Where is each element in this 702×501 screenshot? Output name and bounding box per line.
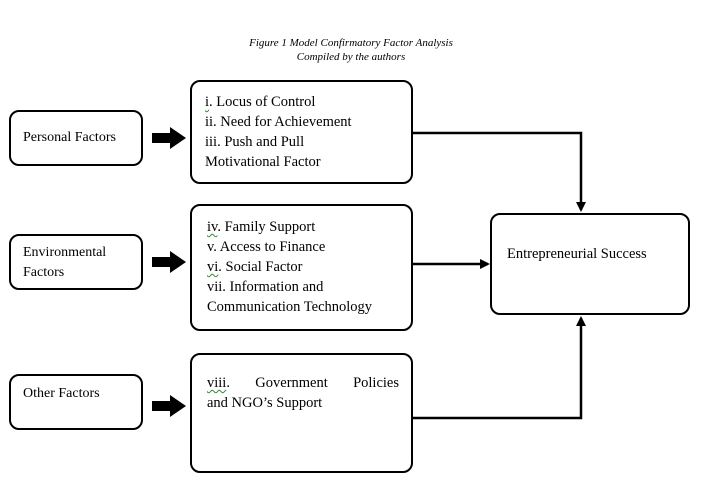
detail-line: vi. Social Factor [207,257,302,277]
environmental-factors-box: Environmental Factors [9,234,143,290]
block-arrow-environmental [152,251,186,273]
numeral: vi [207,259,219,275]
numeral: iv [207,219,218,235]
detail-line-justified: viii. Government Policies [207,373,399,393]
connector-personal-outcome [413,131,586,212]
block-arrow-other [152,395,186,417]
detail-line: v. Access to Finance [207,239,326,255]
other-factors-label: Other Factors [23,386,100,401]
detail-word: Policies [353,375,399,391]
figure-title: Figure 1 Model Confirmatory Factor Analy… [249,37,453,49]
entrepreneurial-success-box: Entrepreneurial Success [490,213,690,315]
other-details-box: viii. Government Policies and NGO’s Supp… [190,353,413,473]
detail-line: iii. Push and Pull [205,134,305,150]
detail-text: . Social Factor [218,259,303,275]
detail-line: i. Locus of Control [205,92,315,112]
personal-factors-box: Personal Factors [9,110,143,166]
detail-line: Communication Technology [207,299,373,315]
detail-line: vii. Information and [207,279,324,295]
figure-credit: Compiled by the authors [296,51,406,63]
numeral: viii [207,375,227,391]
block-arrow-personal [152,127,186,149]
detail-text: . Locus of Control [209,94,316,110]
detail-line: Motivational Factor [205,154,321,170]
connector-other-outcome [413,316,586,420]
detail-word: Government [255,375,328,391]
entrepreneurial-success-label: Entrepreneurial Success [507,246,647,262]
other-factors-box: Other Factors [9,374,143,430]
personal-details-box: i. Locus of Control ii. Need for Achieve… [190,80,413,184]
personal-factors-label: Personal Factors [23,130,116,145]
detail-line: and NGO’s Support [207,395,323,411]
detail-text: . Family Support [217,219,316,235]
environmental-factors-label-line2: Factors [23,265,65,280]
environmental-details-box: iv. Family Support v. Access to Finance … [190,204,413,331]
numeral: i [205,94,210,110]
environmental-factors-label-line1: Environmental [23,245,107,260]
detail-line: iv. Family Support [207,217,315,237]
detail-text: . [226,375,230,391]
detail-line: ii. Need for Achievement [205,114,352,130]
